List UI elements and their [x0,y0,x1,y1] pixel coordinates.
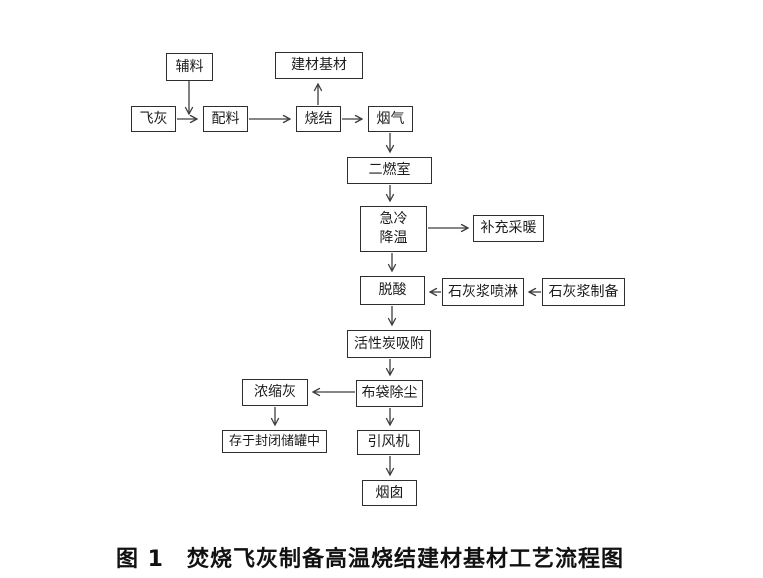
flow-node-auxiliary-material: 辅料 [166,53,213,81]
flow-node-supplementary-heating: 补充采暖 [473,215,544,242]
flow-node-bag-dust-collector: 布袋除尘 [356,380,423,407]
flow-node-batching: 配料 [203,106,248,132]
flow-node-activated-carbon-adsorption: 活性炭吸附 [347,330,431,358]
flow-node-sealed-storage-tank: 存于封闭储罐中 [222,430,327,453]
flow-node-building-material-substrate: 建材基材 [275,52,363,79]
flow-node-induced-draft-fan: 引风机 [357,430,420,455]
flow-node-sintering: 烧结 [296,106,341,132]
flow-node-lime-slurry-preparation: 石灰浆制备 [542,278,625,306]
flow-node-flue-gas: 烟气 [368,106,413,132]
flow-node-fly-ash: 飞灰 [131,106,176,132]
flow-node-lime-slurry-spray: 石灰浆喷淋 [442,278,524,306]
flow-node-quench-cooling: 急冷 降温 [360,206,427,252]
flow-node-deacidification: 脱酸 [360,276,425,305]
flow-node-concentrated-ash: 浓缩灰 [242,379,308,406]
flow-node-secondary-combustion-chamber: 二燃室 [347,157,432,184]
figure-caption: 图 1 焚烧飞灰制备高温烧结建材基材工艺流程图 [116,547,624,572]
flow-node-chimney: 烟囱 [362,480,417,506]
